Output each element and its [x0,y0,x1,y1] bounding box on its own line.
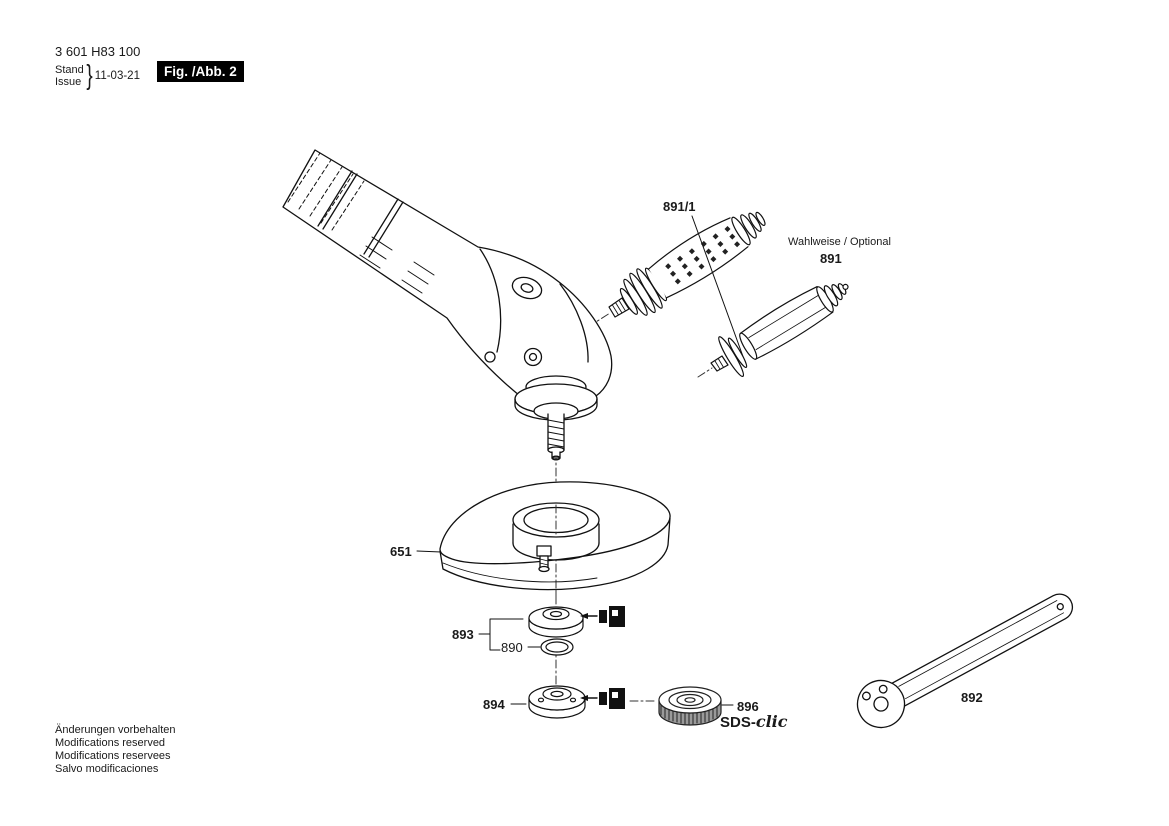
clamping-flange [528,685,586,719]
notice-line-de: Änderungen vorbehalten [55,724,176,736]
notice-line-en: Modifications reserved [55,737,166,749]
leader-lines [416,550,734,706]
part-label-896: 896 [737,699,759,714]
optional-note: Wahlweise / Optional [788,236,891,248]
sds-logo-suffix: clic [755,712,788,731]
brace-glyph: } [86,59,93,91]
issue-date: 11-03-21 [94,69,140,82]
o-ring [540,638,574,656]
stand-label: Stand [55,63,84,76]
anti-vibration-handle [608,211,766,318]
reservation-notice: Änderungen vorbehalten Modifications res… [55,724,175,776]
part-label-894: 894 [483,697,505,712]
notice-line-es: Salvo modificaciones [55,763,159,775]
figure-label: Fig. /Abb. 2 [157,61,244,82]
optional-divider-line [691,215,746,363]
document-number: 3 601 H83 100 [55,44,141,59]
sds-clic-logo: SDS-clic [720,712,787,731]
part-label-890: 890 [501,640,523,655]
part-label-892: 892 [961,690,983,705]
pin-wrench [856,593,1074,729]
part-label-651: 651 [390,544,412,559]
issue-label: Issue [55,75,82,88]
grip-knurl [665,226,741,285]
notice-line-fr: Modifications reservees [55,750,171,762]
sds-logo-prefix: SDS- [720,714,756,731]
mounting-direction-icon [580,606,625,627]
issue-date-block: Stand Issue } 11-03-21 [55,60,140,91]
part-label-893: 893 [452,627,474,642]
spindle-lock-button [511,276,543,300]
optional-handle [710,283,849,378]
part-label-891: 891 [820,251,842,266]
backing-flange [528,606,584,638]
grinder-body [282,149,613,461]
nut-knurl [660,704,718,725]
clamping-nut [658,686,722,726]
clamp-bolt [536,545,552,573]
mounting-direction-icon [580,688,625,709]
wheel-guard [439,481,671,591]
part-label-891-1: 891/1 [663,199,696,214]
break-hatch [287,152,365,231]
vent-slots [359,236,435,294]
